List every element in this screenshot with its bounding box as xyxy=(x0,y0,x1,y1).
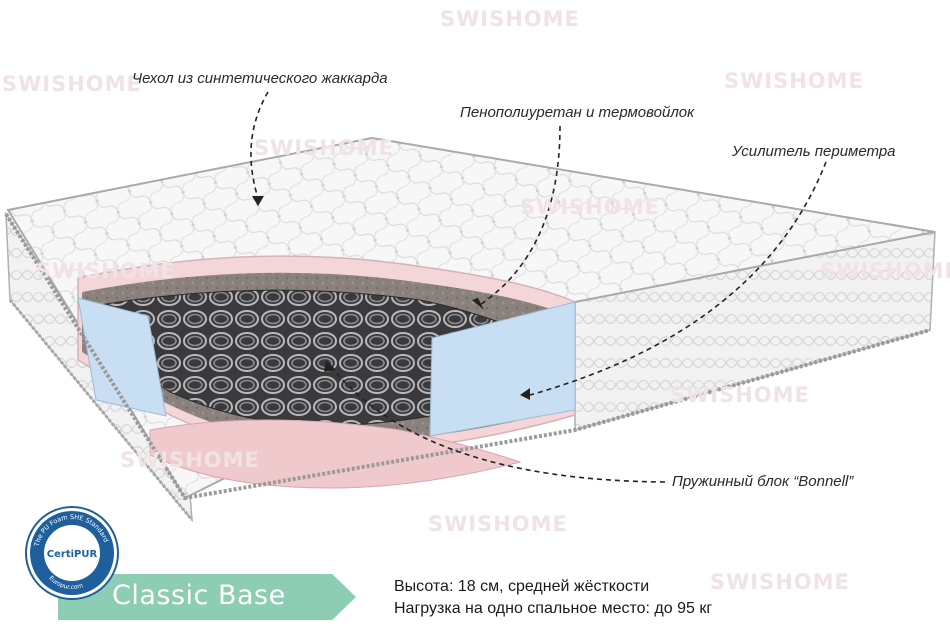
product-name: Classic Base xyxy=(112,580,286,611)
watermark: SWISHOME xyxy=(710,570,850,594)
certipur-badge: The PU Foam SHE Standard Europur.com Cer… xyxy=(25,506,119,600)
perimeter-block-right xyxy=(429,301,576,437)
watermark: SWISHOME xyxy=(724,69,864,93)
callout-springs: Пружинный блок “Bonnell” xyxy=(672,473,854,490)
arrowhead xyxy=(252,196,264,206)
arrowhead xyxy=(324,360,336,372)
callout-perimeter: Усилитель периметра xyxy=(732,143,896,160)
leader-foam xyxy=(479,125,561,306)
leader-perimeter xyxy=(529,161,827,396)
svg-text:CertiPUR: CertiPUR xyxy=(47,549,98,560)
watermark: SWISHOME xyxy=(120,448,260,472)
watermark: SWISHOME xyxy=(520,195,660,219)
leader-springs xyxy=(329,364,666,483)
watermark: SWISHOME xyxy=(820,259,950,283)
spec-load: Нагрузка на одно спальное место: до 95 к… xyxy=(394,600,713,617)
watermark: SWISHOME xyxy=(2,72,142,96)
perimeter-block-left xyxy=(77,297,167,417)
watermark: SWISHOME xyxy=(36,259,176,283)
watermark: SWISHOME xyxy=(440,7,580,31)
callout-foam: Пенополиуретан и термовойлок xyxy=(460,104,695,121)
leader-cover xyxy=(250,91,269,199)
callout-cover: Чехол из синтетического жаккарда xyxy=(132,70,388,87)
bottom-foam-layer xyxy=(149,419,522,489)
mattress-piping xyxy=(4,212,931,501)
watermark: SWISHOME xyxy=(428,512,568,536)
arrowhead xyxy=(472,298,484,310)
watermark: SWISHOME xyxy=(254,136,394,160)
spec-height: Высота: 18 см, средней жёсткости xyxy=(394,578,650,595)
arrowhead xyxy=(520,388,530,400)
watermark: SWISHOME xyxy=(670,383,810,407)
